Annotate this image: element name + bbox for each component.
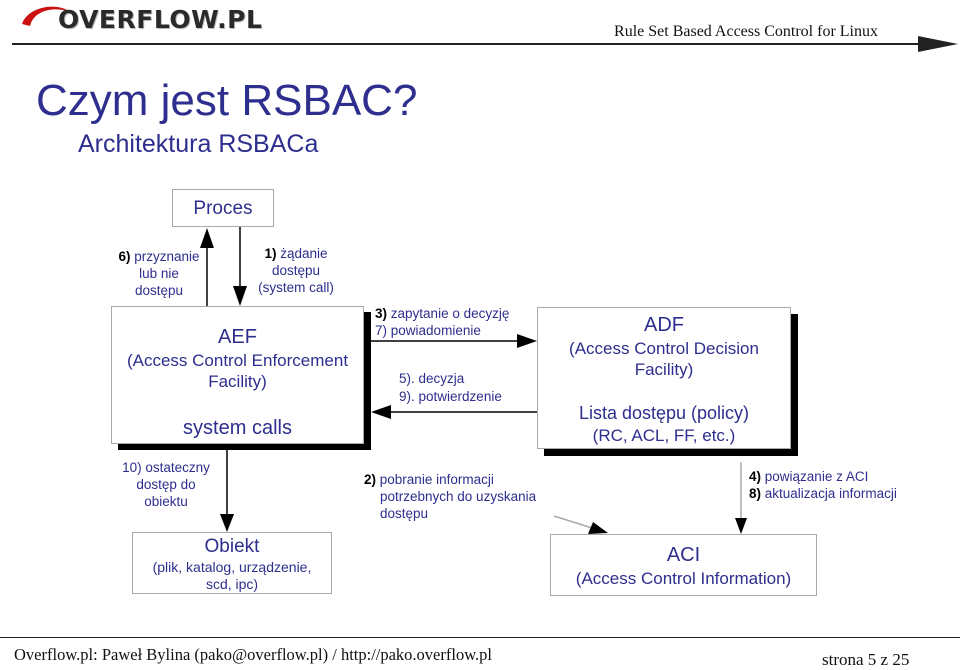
page-number: strona 5 z 25: [822, 650, 910, 669]
footer-rule: [0, 637, 960, 638]
arrow-10-down: [220, 450, 234, 532]
step-2-line3: dostępu: [380, 506, 429, 521]
obiekt-box: Obiekt (plik, katalog, urządzenie, scd, …: [132, 532, 332, 594]
aef-desc-line1: (Access Control Enforcement: [126, 351, 349, 370]
header-rule: [12, 43, 920, 45]
obiekt-name: Obiekt: [204, 536, 260, 557]
step-3-num: 3): [375, 306, 388, 321]
step-10-num: 10): [122, 460, 142, 475]
label-step-1: 1) żądanie dostępu (system call): [246, 245, 346, 296]
label-step-7: 7) powiadomienie: [375, 322, 481, 339]
adf-desc-line1: (Access Control Decision: [569, 339, 759, 358]
label-step-3: 3) zapytanie o decyzję: [375, 305, 509, 322]
aef-box: AEF (Access Control Enforcement Facility…: [111, 306, 364, 444]
step-10-line3: obiektu: [144, 494, 188, 509]
slide-subtitle: Architektura RSBACa: [78, 130, 319, 158]
proces-box: Proces: [172, 189, 274, 227]
aef-name: AEF: [218, 326, 257, 348]
obiekt-desc-line1: (plik, katalog, urządzenie,: [152, 559, 312, 575]
adf-name: ADF: [644, 314, 684, 336]
arrow-6-up: [200, 228, 214, 306]
arrow-1-down: [233, 227, 247, 306]
overflow-logo: OVERFLOW.PL: [18, 2, 268, 36]
label-step-4: 4) powiązanie z ACI: [749, 468, 868, 485]
step-8-text: aktualizacja informacji: [764, 486, 897, 501]
header-title: Rule Set Based Access Control for Linux: [614, 23, 878, 40]
step-1-num: 1): [264, 246, 277, 261]
adf-box: ADF (Access Control Decision Facility) L…: [537, 307, 791, 449]
step-10-line1: ostateczny: [145, 460, 210, 475]
header-rule-arrow-icon: [918, 36, 958, 52]
step-1-line3: (system call): [258, 280, 334, 295]
aci-box: ACI (Access Control Information): [550, 534, 817, 596]
step-4-text: powiązanie z ACI: [764, 469, 869, 484]
step-7-text: powiadomienie: [390, 323, 481, 338]
step-1-line2: dostępu: [271, 263, 321, 278]
aef-desc-line2: Facility): [208, 372, 267, 391]
footer-author: Overflow.pl: Paweł Bylina (pako@overflow…: [14, 645, 493, 664]
step-1-line1: żądanie: [280, 246, 328, 261]
step-6-line2: lub nie: [139, 266, 179, 281]
label-step-9: 9). potwierdzenie: [399, 388, 502, 405]
step-5-text: decyzja: [418, 371, 465, 386]
step-10-line2: dostęp do: [136, 477, 196, 492]
label-step-10: 10) ostateczny dostęp do obiektu: [110, 459, 222, 510]
slide-title: Czym jest RSBAC?: [36, 76, 418, 125]
logo-text: OVERFLOW.PL: [58, 5, 263, 34]
adf-policy-list: (RC, ACL, FF, etc.): [592, 426, 736, 445]
swoosh-logo-icon: [22, 6, 70, 26]
step-2-line2: potrzebnych do uzyskania: [380, 489, 537, 504]
aci-name: ACI: [666, 544, 701, 566]
step-4-num: 4): [749, 469, 762, 484]
aef-system-calls: system calls: [183, 417, 292, 439]
step-3-text: zapytanie o decyzję: [390, 306, 510, 321]
obiekt-desc-line2: scd, ipc): [205, 576, 259, 592]
step-9-text: potwierdzenie: [418, 389, 502, 404]
label-step-8: 8) aktualizacja informacji: [749, 485, 897, 502]
step-5-num: 5).: [399, 371, 415, 386]
step-8-num: 8): [749, 486, 762, 501]
step-2-num: 2): [364, 472, 377, 487]
step-9-num: 9).: [399, 389, 415, 404]
arrow-5-left: [371, 405, 537, 419]
label-step-2: 2) pobranie informacji potrzebnych do uz…: [364, 471, 536, 522]
proces-label: Proces: [193, 198, 253, 219]
step-2-line1: pobranie informacji: [379, 472, 494, 487]
step-7-num: 7): [375, 323, 388, 338]
step-6-line1: przyznanie: [134, 249, 200, 264]
adf-desc-line2: Facility): [634, 360, 694, 379]
adf-policy: Lista dostępu (policy): [578, 403, 750, 423]
step-6-num: 6): [118, 249, 131, 264]
arrow-3-right: [371, 334, 537, 348]
arrow-4-down: [735, 462, 747, 534]
aci-desc: (Access Control Information): [575, 569, 792, 588]
step-6-line3: dostępu: [134, 283, 184, 298]
label-step-6: 6) przyznanie lub nie dostępu: [112, 248, 206, 299]
label-step-5: 5). decyzja: [399, 370, 464, 387]
arrow-2-diagonal: [553, 515, 608, 534]
